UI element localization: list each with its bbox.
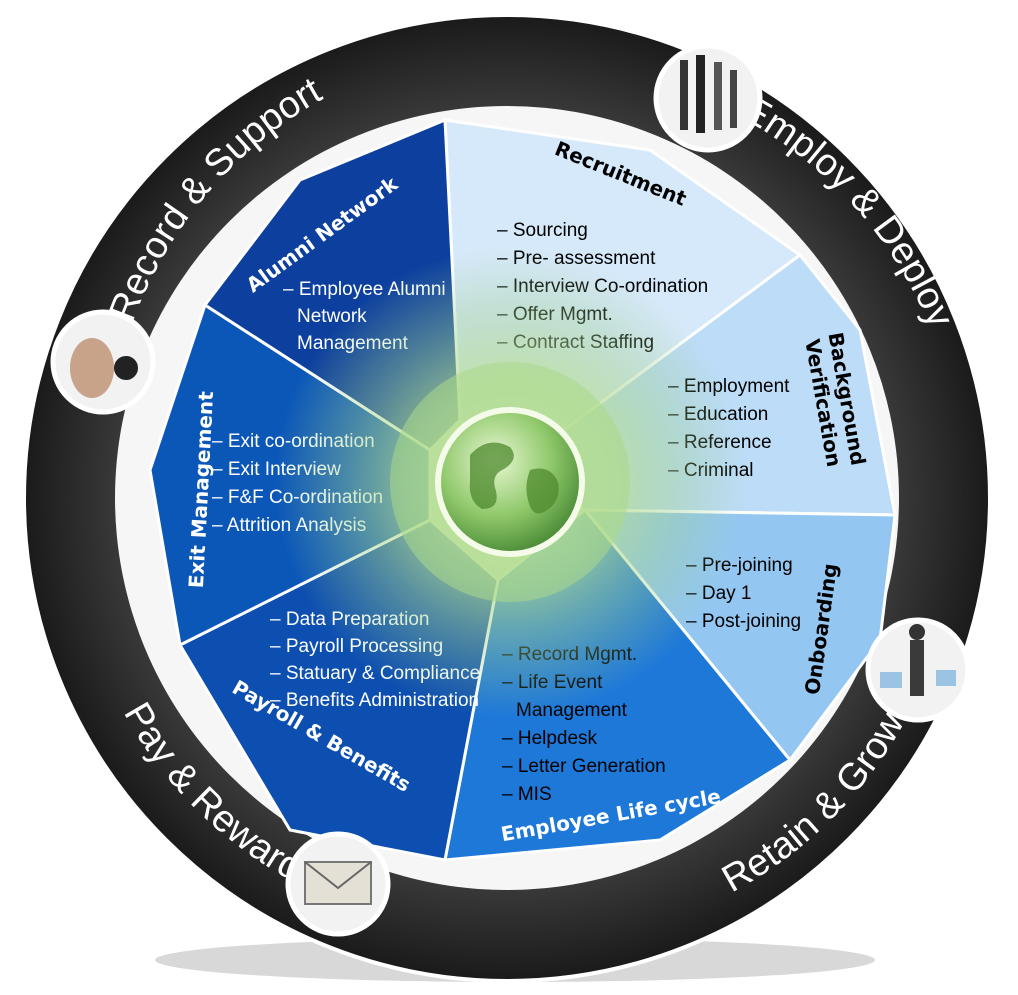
- photo-people-walking: [653, 43, 763, 153]
- envelope-icon: [285, 831, 391, 937]
- segment-item: – Helpdesk: [502, 728, 598, 749]
- globe-continents: [469, 442, 559, 514]
- segment-item: – Post-joining: [686, 611, 801, 632]
- segment-item: – Sourcing: [497, 220, 588, 241]
- photo-support-headset: [50, 309, 156, 415]
- globe-icon: [435, 407, 585, 557]
- segment-item: – Letter Generation: [502, 756, 666, 777]
- photo-office-meeting: [865, 617, 971, 723]
- segment-item: – MIS: [502, 784, 552, 805]
